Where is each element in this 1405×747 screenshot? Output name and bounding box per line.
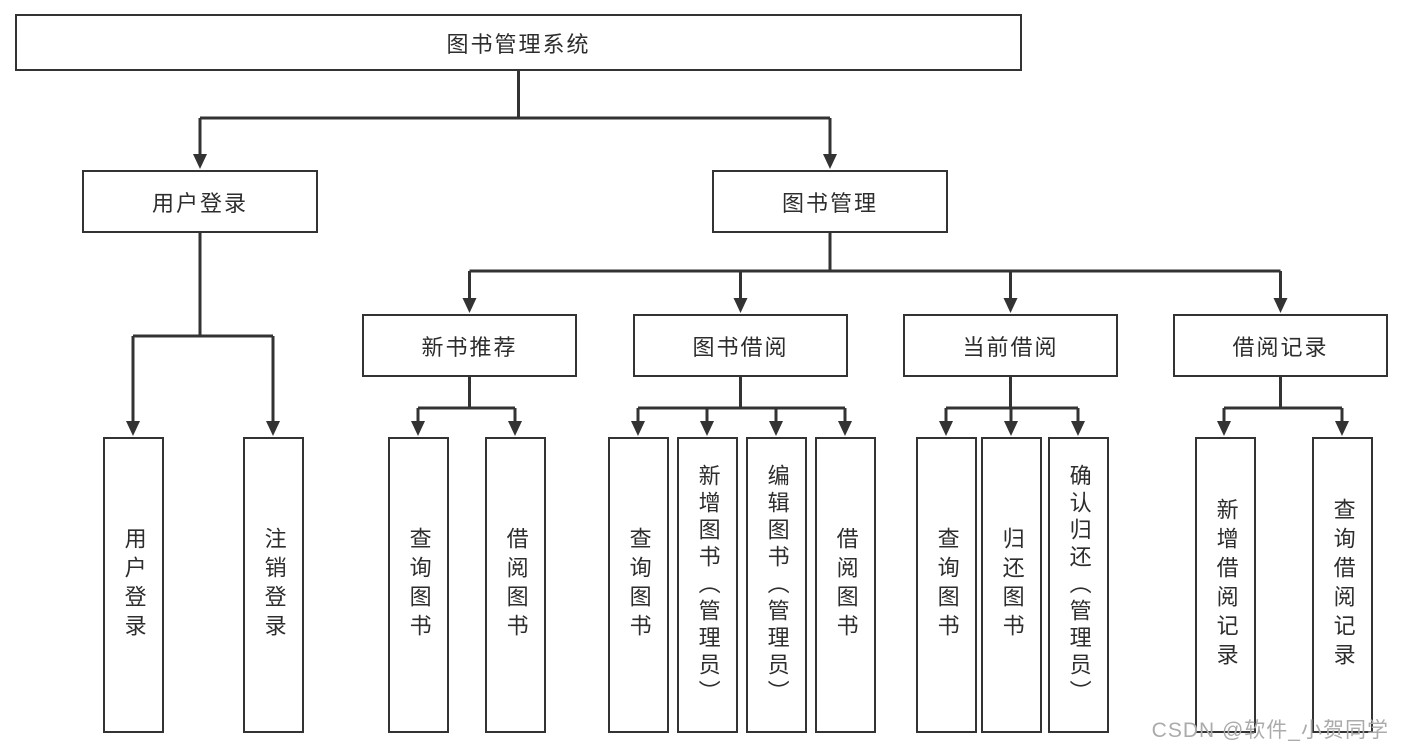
leaf-borrow-query-books: 查询图书	[608, 437, 669, 733]
node-book-management: 图书管理	[712, 170, 948, 233]
leaf-current-query-books-label: 查询图书	[934, 527, 960, 643]
node-root: 图书管理系统	[15, 14, 1022, 71]
node-user-login: 用户登录	[82, 170, 318, 233]
node-book-borrow-label: 图书借阅	[692, 334, 789, 360]
leaf-logout-label: 注销登录	[261, 527, 287, 643]
leaf-query-borrow-record-label: 查询借阅记录	[1330, 498, 1356, 672]
leaf-return-books: 归还图书	[981, 437, 1042, 733]
node-current-borrow-label: 当前借阅	[962, 334, 1059, 360]
node-book-borrow: 图书借阅	[633, 314, 848, 377]
leaf-recommend-query-books-label: 查询图书	[406, 527, 432, 643]
leaf-recommend-borrow-books: 借阅图书	[485, 437, 546, 733]
leaf-user-login-label: 用户登录	[121, 527, 147, 643]
leaf-borrow-books: 借阅图书	[815, 437, 876, 733]
node-new-book-recommend: 新书推荐	[362, 314, 577, 377]
node-root-label: 图书管理系统	[446, 31, 591, 57]
leaf-add-books-admin: 新增图书（管理员）	[677, 437, 738, 733]
leaf-confirm-return-admin: 确认归还（管理员）	[1048, 437, 1109, 733]
csdn-watermark: CSDN @软件_小贺同学	[1151, 719, 1389, 742]
node-new-book-recommend-label: 新书推荐	[421, 334, 518, 360]
leaf-add-borrow-record-label: 新增借阅记录	[1213, 498, 1239, 672]
node-borrow-records-label: 借阅记录	[1232, 334, 1329, 360]
leaf-current-query-books: 查询图书	[916, 437, 977, 733]
leaf-query-borrow-record: 查询借阅记录	[1312, 437, 1373, 733]
leaf-borrow-query-books-label: 查询图书	[626, 527, 652, 643]
leaf-confirm-return-admin-label: 确认归还（管理员）	[1066, 463, 1092, 707]
node-current-borrow: 当前借阅	[903, 314, 1118, 377]
leaf-recommend-query-books: 查询图书	[388, 437, 449, 733]
leaf-borrow-books-label: 借阅图书	[833, 527, 859, 643]
leaf-logout: 注销登录	[243, 437, 304, 733]
leaf-return-books-label: 归还图书	[999, 527, 1025, 643]
leaf-edit-books-admin: 编辑图书（管理员）	[746, 437, 807, 733]
leaf-recommend-borrow-books-label: 借阅图书	[503, 527, 529, 643]
leaf-edit-books-admin-label: 编辑图书（管理员）	[764, 463, 790, 707]
leaf-add-borrow-record: 新增借阅记录	[1195, 437, 1256, 733]
node-book-management-label: 图书管理	[781, 190, 878, 216]
leaf-user-login: 用户登录	[103, 437, 164, 733]
leaf-add-books-admin-label: 新增图书（管理员）	[695, 463, 721, 707]
node-borrow-records: 借阅记录	[1173, 314, 1388, 377]
node-user-login-label: 用户登录	[151, 190, 248, 216]
